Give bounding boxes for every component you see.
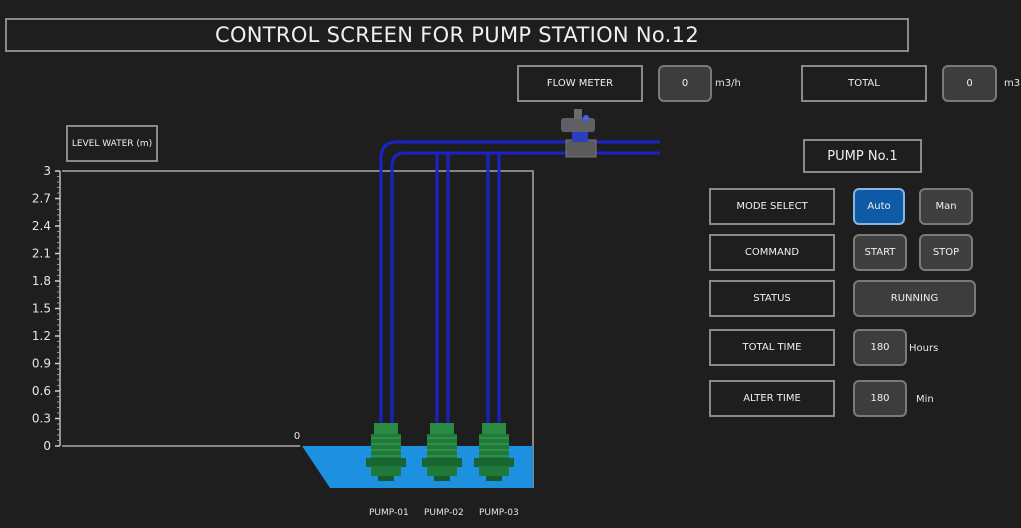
- status-value: RUNNING: [853, 280, 976, 317]
- level-tick-label: 1.8: [32, 274, 51, 288]
- level-tick-label: 1.2: [32, 329, 51, 343]
- level-tick-label: 0.3: [32, 412, 51, 426]
- level-scale: 3 2.7 2.4 2.1 1.8 1.5 1.2 0.9 0.6 0.3 0: [32, 164, 61, 453]
- level-tick-label: 2.7: [32, 192, 51, 206]
- total-unit: m3: [1004, 78, 1021, 89]
- alter-time-value: 180: [853, 380, 907, 417]
- pump-2-icon[interactable]: [422, 423, 462, 481]
- water-pit: [302, 446, 533, 488]
- mode-auto-button[interactable]: Auto: [853, 188, 905, 225]
- total-time-value: 180: [853, 329, 907, 366]
- mode-select-label: MODE SELECT: [709, 188, 835, 225]
- pump-03-label: PUMP-03: [479, 508, 519, 518]
- total-value: 0: [942, 65, 997, 102]
- mode-manual-button[interactable]: Man: [919, 188, 973, 225]
- level-tick-label: 0: [43, 439, 51, 453]
- status-label: STATUS: [709, 280, 835, 317]
- pump-02-label: PUMP-02: [424, 508, 464, 518]
- alter-time-label: ALTER TIME: [709, 380, 835, 417]
- flow-meter-label: FLOW METER: [517, 65, 643, 102]
- level-tick-label: 0.6: [32, 384, 51, 398]
- level-tick-label: 2.4: [32, 219, 51, 233]
- level-indicator: 0: [294, 431, 300, 442]
- stop-button[interactable]: STOP: [919, 234, 973, 271]
- pump-3-icon[interactable]: [474, 423, 514, 481]
- level-tick-label: 1.5: [32, 302, 51, 316]
- alter-time-unit: Min: [916, 394, 934, 405]
- pump-1-icon[interactable]: [366, 423, 406, 481]
- level-tick-label: 2.1: [32, 247, 51, 261]
- pump-01-label: PUMP-01: [369, 508, 409, 518]
- level-water-label: LEVEL WATER (m): [66, 125, 158, 162]
- flow-meter-unit: m3/h: [715, 78, 741, 89]
- pump-panel-title: PUMP No.1: [803, 139, 922, 173]
- total-time-label: TOTAL TIME: [709, 329, 835, 366]
- page-title: CONTROL SCREEN FOR PUMP STATION No.12: [5, 18, 909, 52]
- flow-valve-icon: [561, 109, 597, 158]
- total-label: TOTAL: [801, 65, 927, 102]
- start-button[interactable]: START: [853, 234, 907, 271]
- discharge-pipes: [379, 140, 660, 430]
- command-label: COMMAND: [709, 234, 835, 271]
- total-time-unit: Hours: [909, 343, 939, 354]
- flow-meter-value: 0: [658, 65, 712, 102]
- level-tick-label: 0.9: [32, 357, 51, 371]
- tank-outline: [62, 170, 534, 488]
- level-tick-label: 3: [43, 164, 51, 178]
